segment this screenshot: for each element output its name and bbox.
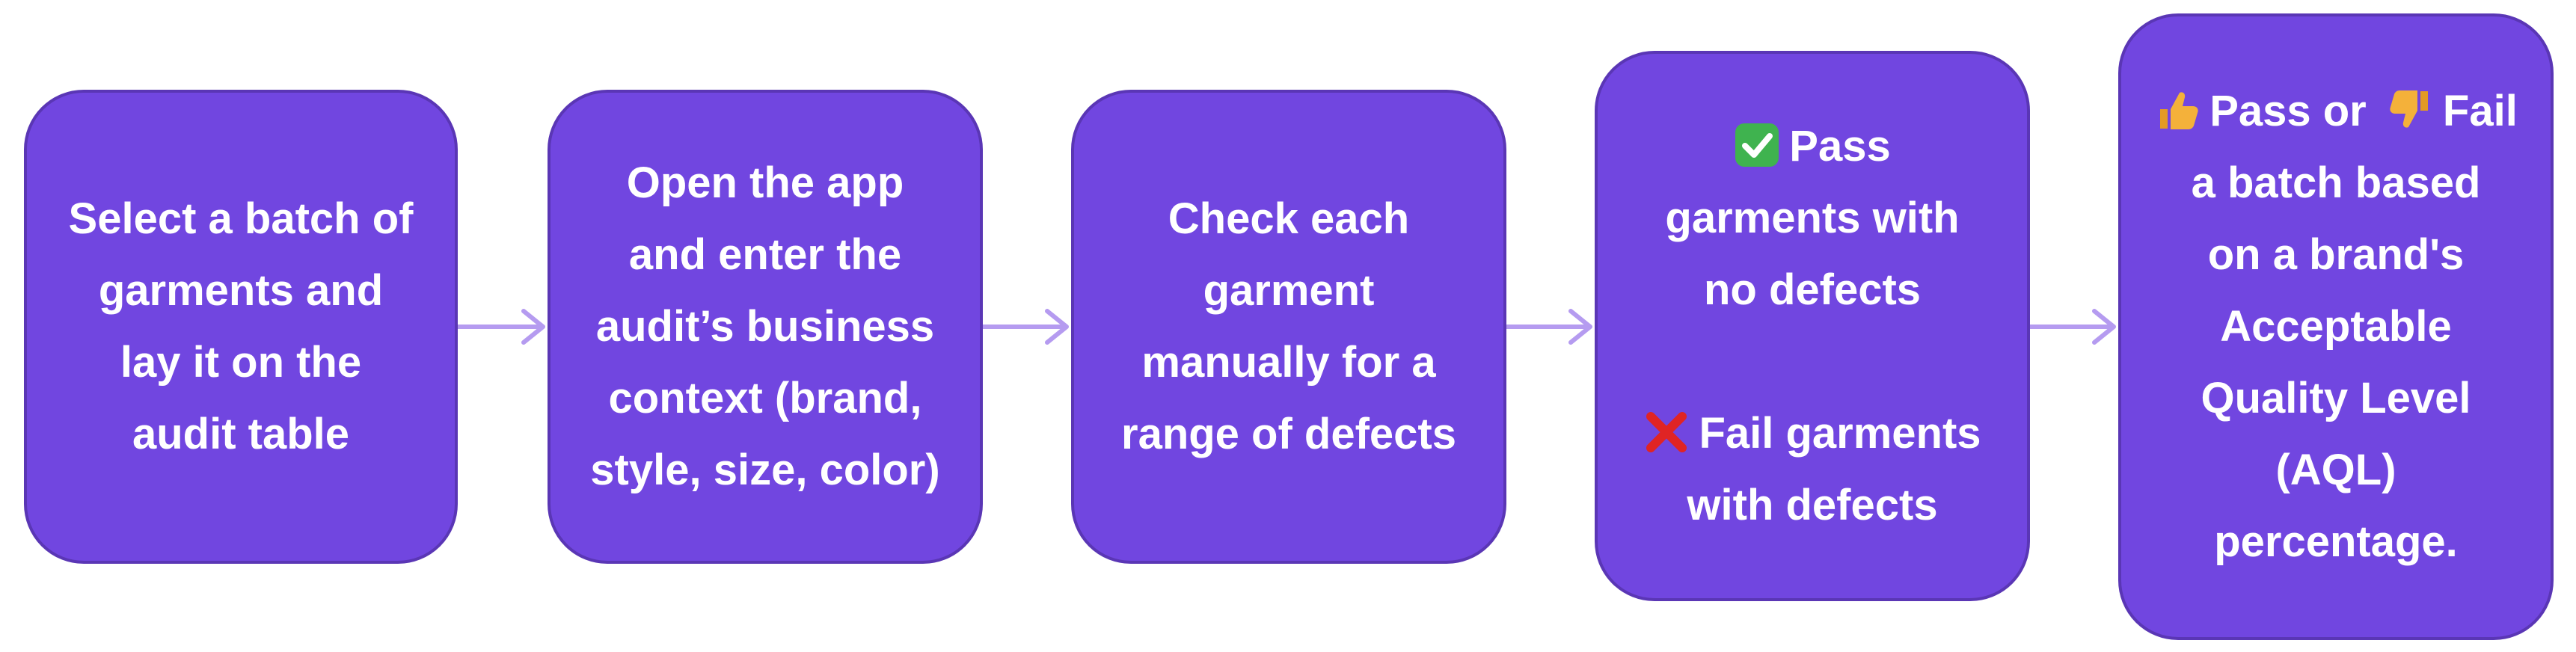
step-1-text: Select a batch of garments and lay it on… [69, 183, 414, 470]
step-5-line-3: on a brand's [2207, 230, 2465, 279]
step-3-text: Check each garment manually for a range … [1121, 183, 1456, 470]
step-2-line-2: and enter the [628, 230, 902, 279]
step-5-fail-label: Fail [2442, 87, 2518, 135]
step-5-line-7: percentage. [2214, 517, 2458, 566]
step-3-box: Check each garment manually for a range … [1071, 90, 1506, 564]
step-5-text: Pass or Fail a batch based on a brand's … [2154, 76, 2518, 578]
step-5-line-6: (AQL) [2275, 446, 2396, 494]
step-1-line-3: lay it on the [120, 338, 362, 387]
arrow-3-icon [1506, 309, 1592, 345]
step-1-box: Select a batch of garments and lay it on… [24, 90, 458, 564]
arrow-1-icon [458, 309, 545, 345]
check-mark-icon [1734, 122, 1780, 168]
step-4-fail-line-2: with defects [1687, 481, 1938, 529]
step-1-line-4: audit table [132, 410, 349, 458]
step-2-line-1: Open the app [626, 159, 904, 207]
step-1-line-2: garments and [98, 266, 384, 315]
step-4-spacer [1643, 326, 1981, 398]
step-5-pass-label: Pass or [2209, 87, 2367, 135]
cross-mark-icon [1643, 409, 1690, 455]
step-2-line-3: audit’s business [595, 302, 935, 351]
step-5-line-2: a batch based [2191, 159, 2481, 207]
step-2-line-5: style, size, color) [590, 446, 940, 494]
step-3-line-4: range of defects [1121, 410, 1456, 458]
step-4-box: Pass garments with no defects Fail garme… [1595, 51, 2030, 601]
step-2-line-4: context (brand, [608, 374, 922, 422]
step-4-text: Pass garments with no defects Fail garme… [1643, 111, 1981, 541]
thumbs-up-icon [2154, 87, 2201, 133]
step-5-line-5: Quality Level [2201, 374, 2471, 422]
arrow-4-icon [2030, 309, 2116, 345]
step-1-line-1: Select a batch of [68, 194, 414, 243]
thumbs-down-icon [2388, 87, 2434, 133]
step-5-line-1: Pass or Fail [2154, 76, 2518, 147]
step-3-line-2: garment [1203, 266, 1375, 315]
arrow-2-icon [983, 309, 1069, 345]
step-5-line-4: Acceptable [2220, 302, 2452, 351]
step-4-pass-line-2: garments with [1665, 194, 1960, 242]
step-4-pass-line-3: no defects [1703, 265, 1922, 314]
step-3-line-1: Check each [1168, 194, 1410, 243]
step-2-box: Open the app and enter the audit’s busin… [548, 90, 983, 564]
step-3-line-3: manually for a [1141, 338, 1436, 387]
step-4-pass-line-1: Pass [1643, 111, 1981, 182]
step-4-pass-label: Pass [1789, 122, 1891, 170]
step-4-fail-label: Fail garments [1699, 409, 1981, 458]
step-2-text: Open the app and enter the audit’s busin… [590, 147, 939, 506]
step-4-fail-line-1: Fail garments [1643, 398, 1981, 470]
step-5-box: Pass or Fail a batch based on a brand's … [2118, 13, 2554, 640]
